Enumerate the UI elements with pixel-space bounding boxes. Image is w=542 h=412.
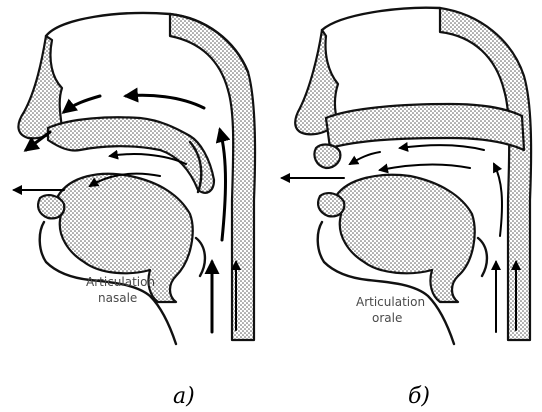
panel-a-label-line2: nasale	[98, 291, 137, 305]
airflow-arrow-b-6	[380, 164, 470, 170]
airflow-arrow-b-3	[494, 164, 502, 236]
nose-profile-a	[18, 36, 62, 138]
skull-outline-b	[322, 8, 440, 30]
airflow-arrow-a-5	[64, 96, 100, 112]
epiglottis-a	[196, 238, 205, 276]
panel-a-subcaption: a)	[173, 384, 195, 409]
panel-b-label-line2: orale	[372, 311, 402, 325]
panel-a-nasal: Articulation nasale a)	[14, 13, 255, 409]
pharynx-back-wall-b	[440, 8, 531, 340]
panel-b-subcaption: б)	[408, 384, 430, 409]
airflow-arrow-a-4	[126, 95, 204, 108]
lower-lip-b	[318, 193, 344, 216]
airflow-arrow-a-3	[220, 130, 226, 240]
airflow-arrow-b-5	[350, 152, 380, 164]
lower-lip-a	[38, 195, 64, 218]
epiglottis-b	[478, 238, 487, 276]
panel-b-label: Articulation	[356, 295, 425, 309]
panel-b-oral: Articulation orale б)	[282, 8, 531, 409]
upper-lip-b	[314, 145, 340, 168]
hard-palate-b	[326, 104, 524, 150]
tongue-b	[336, 175, 475, 302]
panel-a-label: Articulation	[86, 275, 155, 289]
airflow-arrow-b-4	[400, 145, 484, 150]
